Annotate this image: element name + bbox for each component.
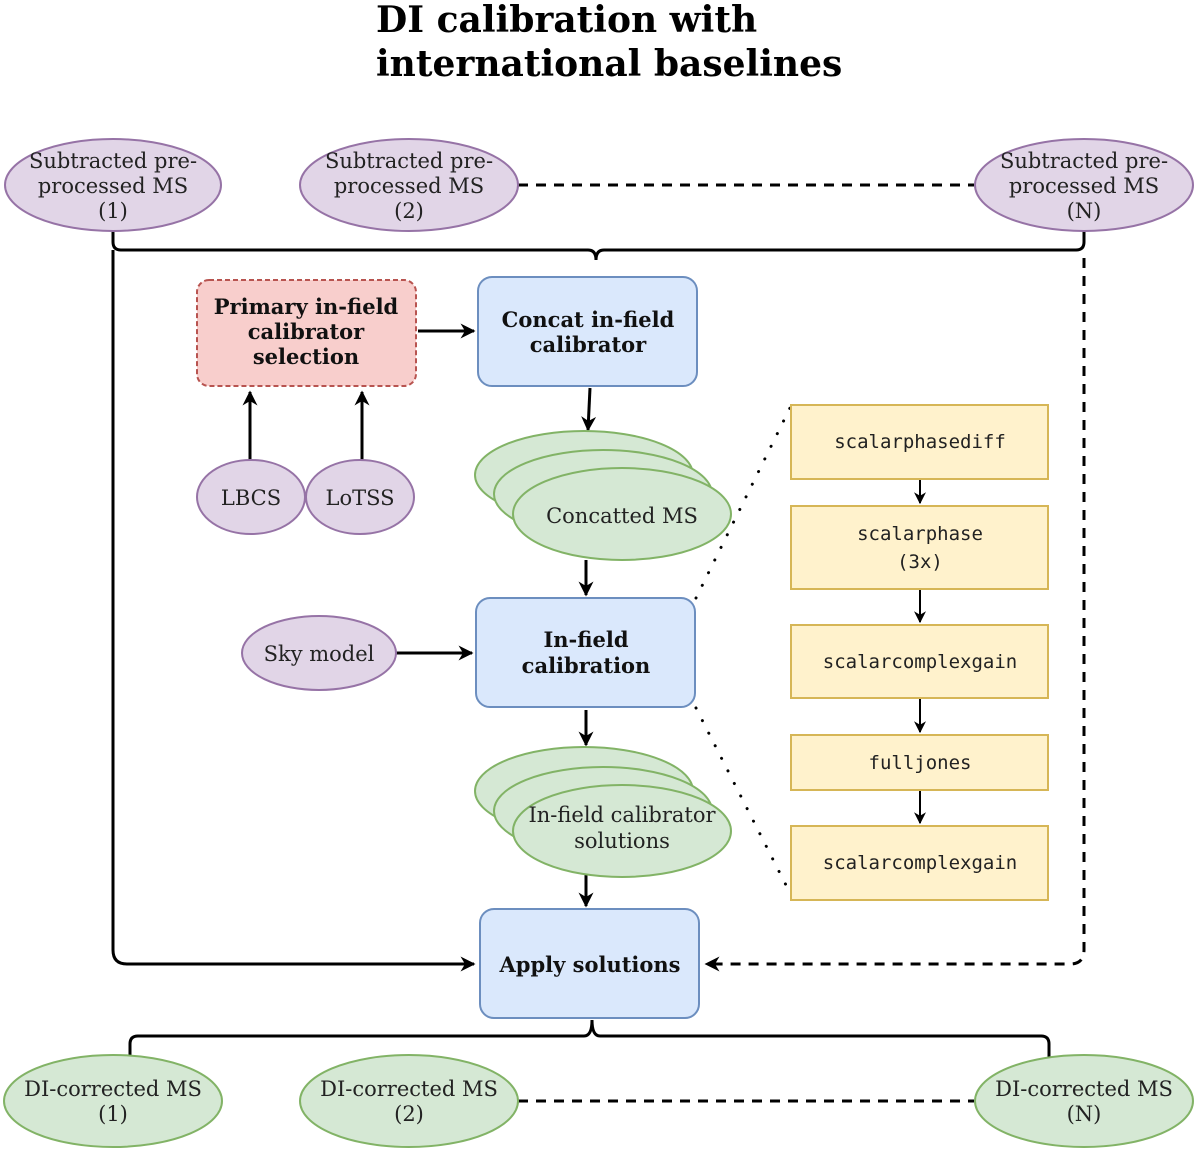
solve-step-scalarcomplexgain-1[interactable]: scalarcomplexgain xyxy=(790,624,1049,699)
svg-text:processed MS: processed MS xyxy=(334,174,484,198)
concatted-ms-stack[interactable]: Concatted MS xyxy=(474,430,732,561)
lbcs-catalog-node[interactable]: LBCS xyxy=(196,459,306,535)
svg-text:scalarphase: scalarphase xyxy=(857,523,983,545)
svg-text:Primary in-field: Primary in-field xyxy=(214,294,399,319)
svg-text:(1): (1) xyxy=(98,1102,128,1126)
svg-text:fulljones: fulljones xyxy=(869,752,972,774)
input-ms-2[interactable]: Subtracted pre- processed MS (2) xyxy=(299,138,519,232)
output-ms-2[interactable]: DI-corrected MS (2) xyxy=(299,1054,519,1148)
svg-text:(2): (2) xyxy=(394,199,424,223)
title-line-2: international baselines xyxy=(376,43,842,85)
svg-text:Sky model: Sky model xyxy=(264,642,375,666)
svg-text:DI-corrected MS: DI-corrected MS xyxy=(320,1077,498,1101)
output-split-brace xyxy=(128,1019,1051,1058)
diagram-title: DI calibration with international baseli… xyxy=(376,0,842,85)
input-ms-1[interactable]: Subtracted pre- processed MS (1) xyxy=(4,138,222,232)
output-ms-n[interactable]: DI-corrected MS (N) xyxy=(974,1054,1194,1148)
svg-text:scalarcomplexgain: scalarcomplexgain xyxy=(823,651,1017,673)
svg-text:scalarphasediff: scalarphasediff xyxy=(834,431,1006,453)
primary-calibrator-selection-node[interactable]: Primary in-field calibrator selection xyxy=(196,279,417,387)
svg-text:LoTSS: LoTSS xyxy=(326,486,395,510)
infield-calibration-node[interactable]: In-field calibration xyxy=(475,597,696,708)
svg-text:calibrator: calibrator xyxy=(248,319,365,344)
concat-to-ms-edge xyxy=(581,387,597,432)
sky-model-node[interactable]: Sky model xyxy=(241,615,397,691)
chain-zoom-line-bottom xyxy=(694,706,792,895)
svg-text:(1): (1) xyxy=(98,199,128,223)
svg-text:Subtracted pre-: Subtracted pre- xyxy=(325,149,493,173)
svg-text:calibrator: calibrator xyxy=(530,332,647,357)
svg-text:processed MS: processed MS xyxy=(38,174,188,198)
svg-text:DI-corrected MS: DI-corrected MS xyxy=(995,1077,1173,1101)
svg-text:In-field calibrator: In-field calibrator xyxy=(528,803,716,827)
lotss-catalog-node[interactable]: LoTSS xyxy=(305,459,415,535)
svg-text:(N): (N) xyxy=(1067,1102,1102,1126)
input-ms-n[interactable]: Subtracted pre- processed MS (N) xyxy=(974,138,1194,232)
solve-step-scalarphasediff[interactable]: scalarphasediff xyxy=(790,404,1049,480)
apply-solutions-node[interactable]: Apply solutions xyxy=(479,908,700,1019)
svg-text:LBCS: LBCS xyxy=(221,486,281,510)
svg-text:In-field: In-field xyxy=(543,627,628,652)
svg-text:Subtracted pre-: Subtracted pre- xyxy=(1000,149,1168,173)
solve-step-scalarcomplexgain-2[interactable]: scalarcomplexgain xyxy=(790,825,1049,901)
concat-calibrator-node[interactable]: Concat in-field calibrator xyxy=(477,276,698,387)
concatted-ms-label: Concatted MS xyxy=(546,504,698,528)
solve-step-scalarphase[interactable]: scalarphase (3x) xyxy=(790,505,1049,590)
output-ms-1[interactable]: DI-corrected MS (1) xyxy=(3,1054,223,1148)
svg-text:scalarcomplexgain: scalarcomplexgain xyxy=(823,852,1017,874)
input-merge-brace xyxy=(111,230,1086,261)
svg-text:(N): (N) xyxy=(1067,199,1102,223)
svg-text:Concat in-field: Concat in-field xyxy=(502,307,675,332)
svg-text:DI-corrected MS: DI-corrected MS xyxy=(24,1077,202,1101)
solve-step-fulljones[interactable]: fulljones xyxy=(790,734,1049,791)
svg-text:Subtracted pre-: Subtracted pre- xyxy=(29,149,197,173)
svg-text:solutions: solutions xyxy=(574,829,670,853)
svg-text:processed MS: processed MS xyxy=(1009,174,1159,198)
title-line-1: DI calibration with xyxy=(376,0,757,41)
svg-text:selection: selection xyxy=(253,344,359,369)
calibrator-solutions-stack[interactable]: In-field calibrator solutions xyxy=(474,746,732,878)
svg-text:Apply solutions: Apply solutions xyxy=(498,952,680,977)
svg-text:calibration: calibration xyxy=(522,653,651,678)
input-1-to-apply-edge xyxy=(111,250,476,972)
svg-text:(2): (2) xyxy=(394,1102,424,1126)
input-n-to-apply-edge xyxy=(704,258,1086,972)
svg-text:(3x): (3x) xyxy=(897,551,943,573)
